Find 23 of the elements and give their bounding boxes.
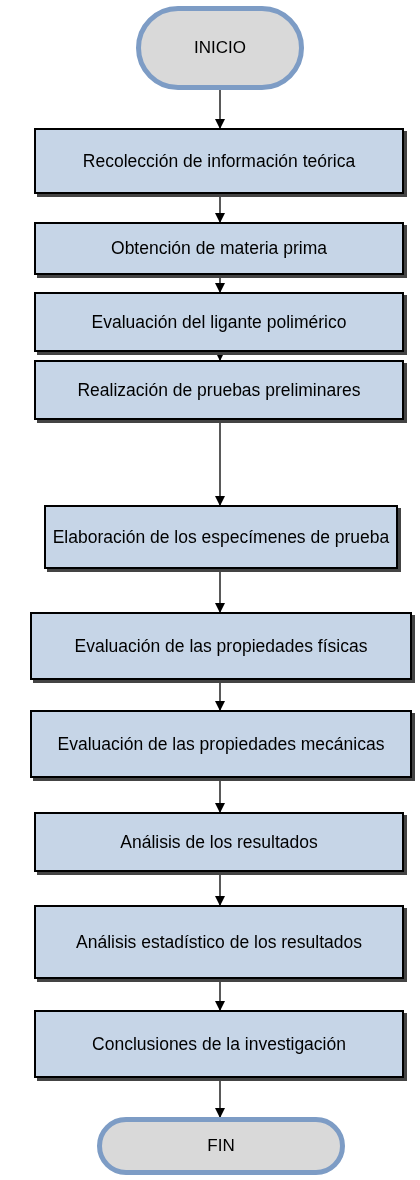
process-box <box>34 905 404 979</box>
process-box <box>44 505 398 569</box>
node-text: Recolección de información teórica <box>82 149 356 173</box>
node-text: Evaluación del ligante polimérico <box>91 310 347 334</box>
process-box <box>34 222 404 275</box>
node-text: Análisis estadístico de los resultados <box>76 930 362 954</box>
node-text: Elaboración de los especímenes de prueba <box>52 525 390 549</box>
process-box <box>34 1010 404 1078</box>
node-text: Evaluación de las propiedades mecánicas <box>57 732 385 756</box>
process-box <box>30 612 412 680</box>
process-box <box>34 128 404 194</box>
node-text: Obtención de materia prima <box>111 237 327 261</box>
node-text: INICIO <box>194 37 246 60</box>
process-box <box>34 360 404 420</box>
node-text: Análisis de los resultados <box>120 830 318 854</box>
node-text: Conclusiones de la investigación <box>92 1032 346 1056</box>
node-text: FIN <box>207 1135 235 1158</box>
node-text: Realización de pruebas preliminares <box>77 378 361 402</box>
node-text: Evaluación de las propiedades físicas <box>74 634 368 658</box>
process-box <box>34 292 404 352</box>
process-box <box>30 710 412 778</box>
arrow <box>215 89 225 129</box>
process-box <box>34 812 404 872</box>
